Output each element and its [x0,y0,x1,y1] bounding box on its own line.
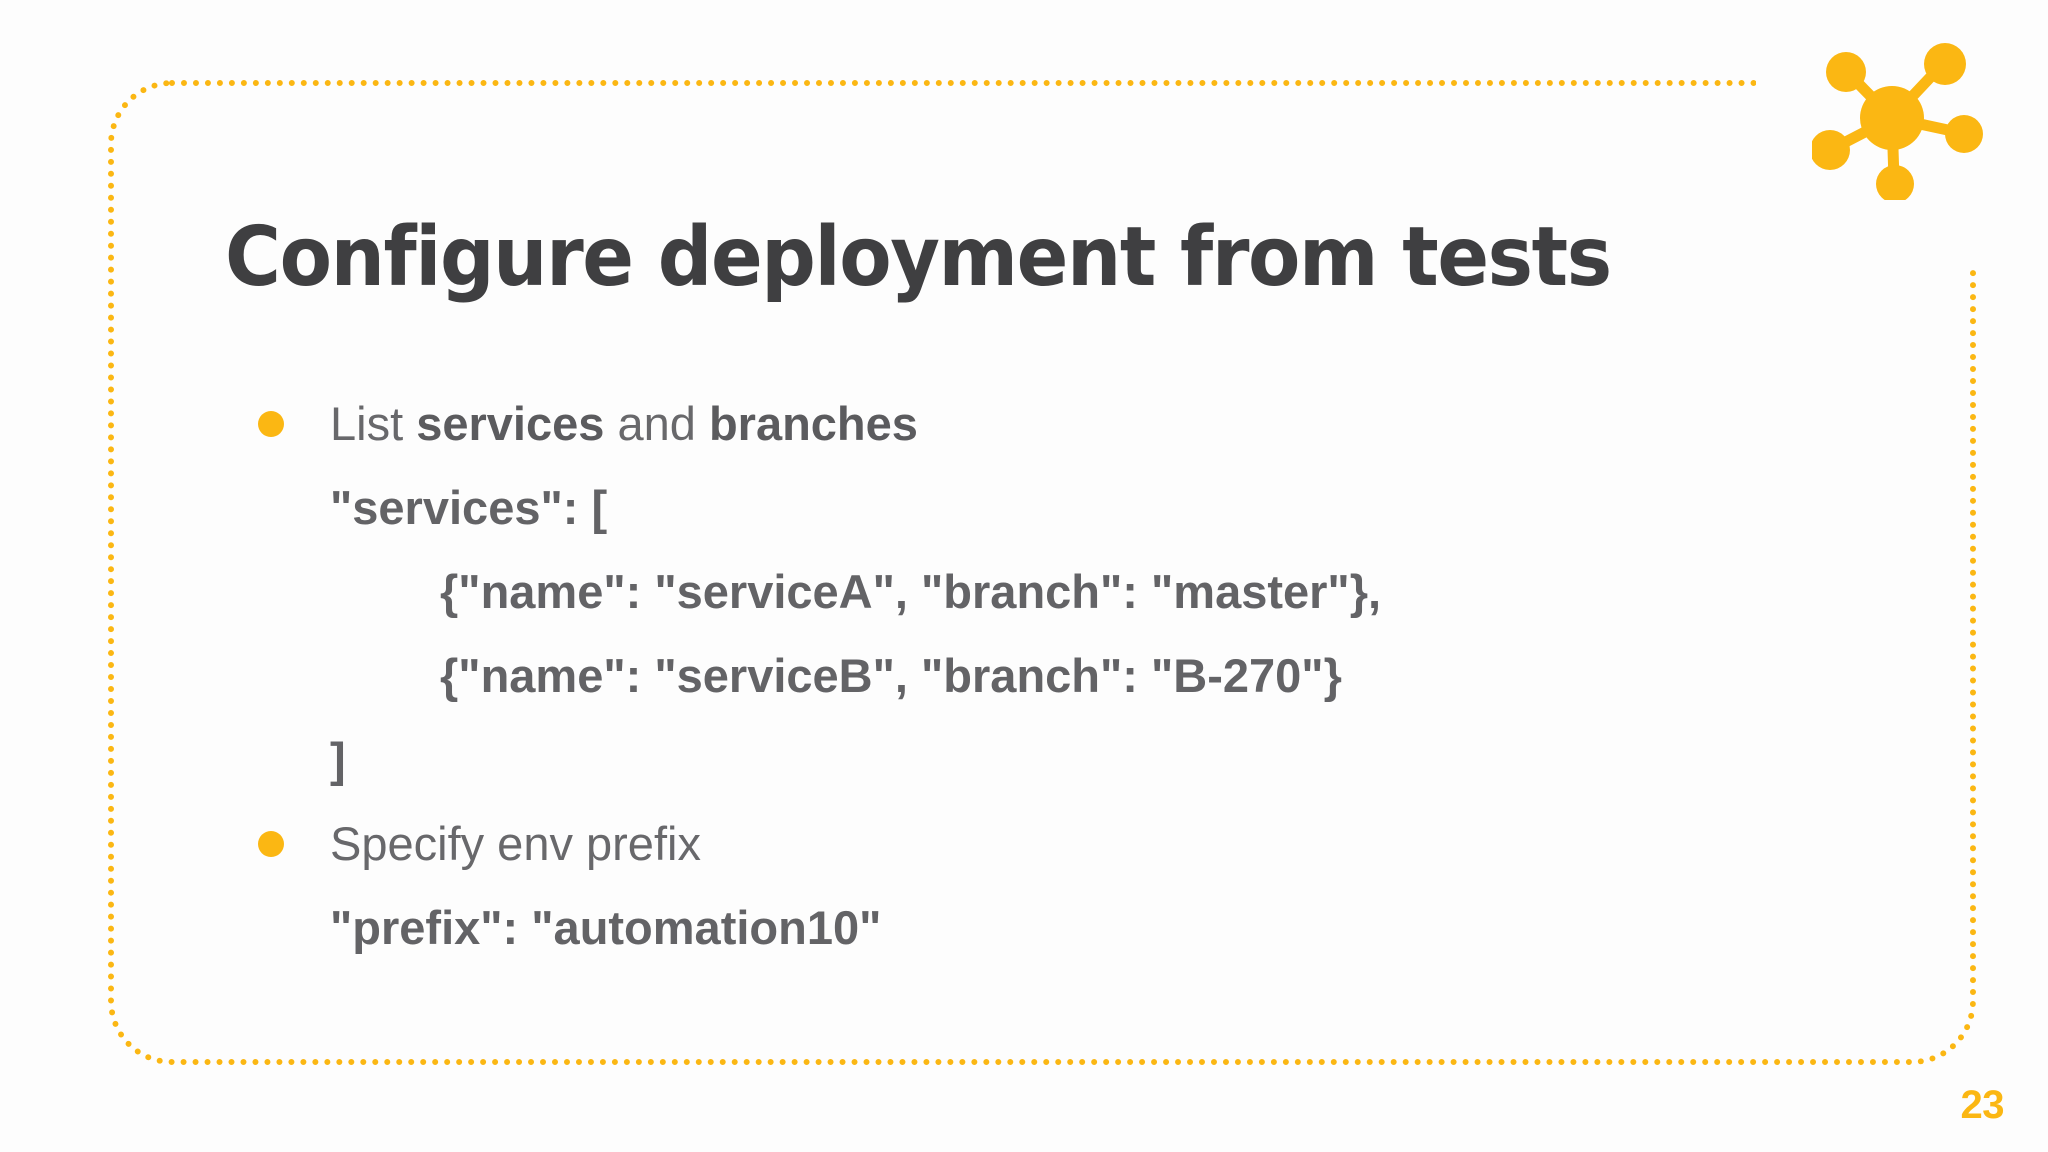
content-list: List services and branches "services": [… [240,382,1840,970]
bullet-dot-icon [258,411,284,437]
bullet-text-strong-branches: branches [708,397,918,450]
list-item: Specify env prefix [240,802,1840,886]
bullet-text-prefix: List [330,397,417,450]
code-line-services-close: ] [330,733,346,786]
bullet-text-strong-services: services [416,397,605,450]
bullet-text-specify-env-prefix: Specify env prefix [330,817,701,870]
code-line-service-b: {"name": "serviceB", "branch": "B-270"} [440,649,1342,702]
page-number: 23 [1960,1083,2005,1127]
page-title: Configure deployment from tests [225,210,1612,305]
frame-logo-gap-mask [1756,36,2048,268]
bullet-dot-icon [258,831,284,857]
network-hub-logo [1812,40,2002,200]
list-item: List services and branches [240,382,1840,466]
code-line-prefix: "prefix": "automation10" [330,901,882,954]
code-line-service-a: {"name": "serviceA", "branch": "master"}… [440,565,1382,618]
bullet-text-middle: and [604,397,709,450]
code-line-services-open: "services": [ [330,481,608,534]
